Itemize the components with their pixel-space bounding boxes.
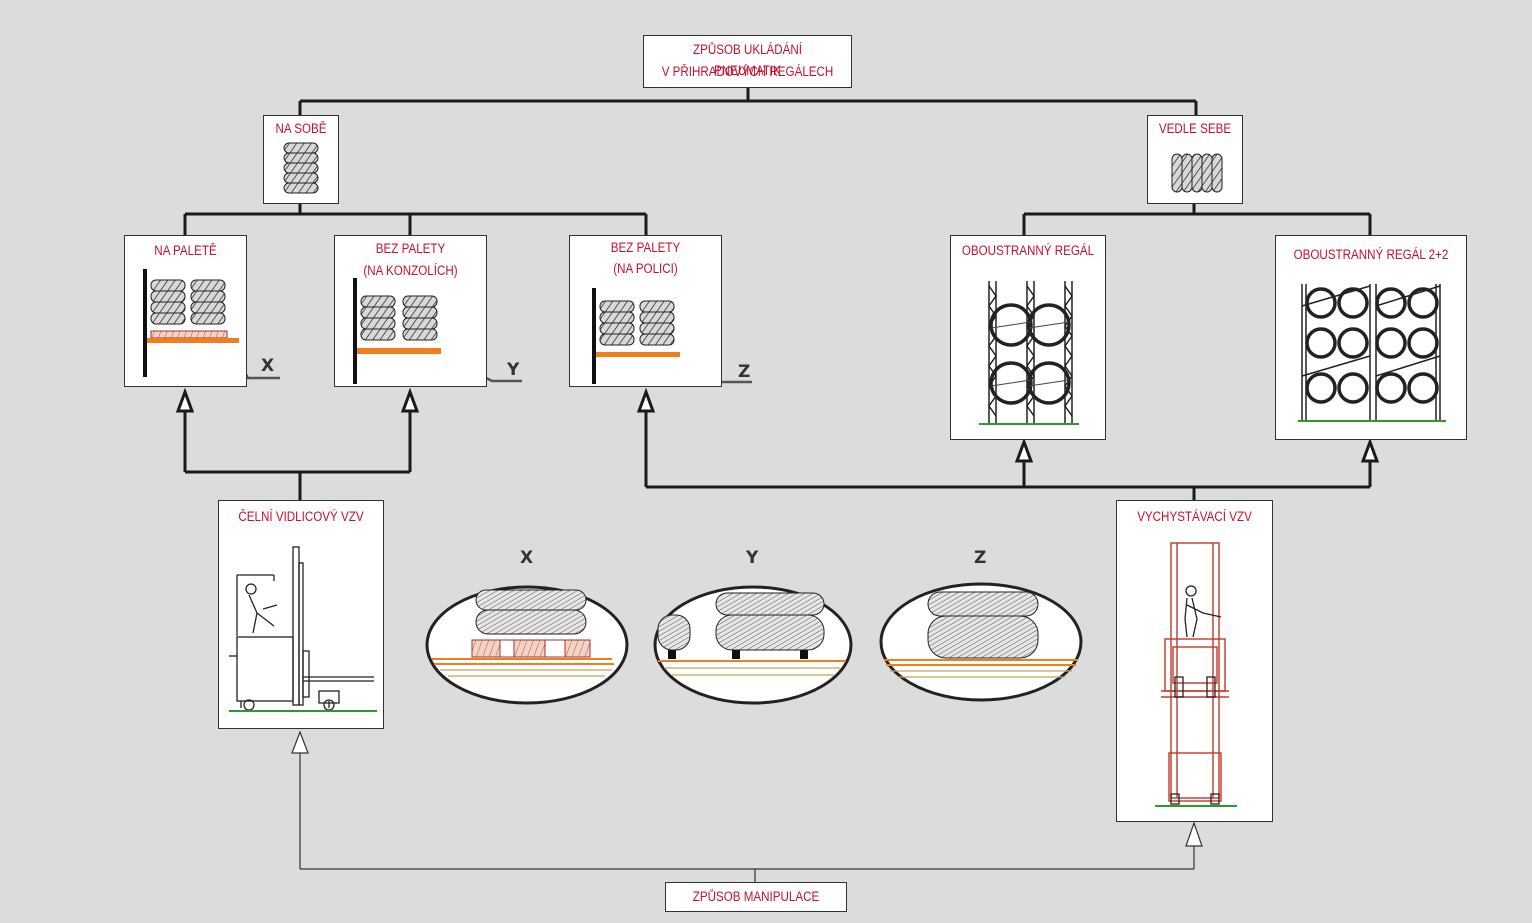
shelf-storage-icon	[592, 288, 680, 384]
oboustranny-22-label: OBOUSTRANNÝ REGÁL 2+2	[1293, 247, 1449, 262]
bez-palety-police-box: BEZ PALETY (NA POLICI)	[569, 235, 722, 387]
oboustranny-22-box: OBOUSTRANNÝ REGÁL 2+2	[1275, 235, 1467, 440]
detail-y-title: Y	[746, 548, 759, 568]
bez-palety-konzole-box: BEZ PALETY (NA KONZOLÍCH)	[334, 235, 487, 387]
bez-palety-konzole-label-2: (NA KONZOLÍCH)	[363, 263, 458, 278]
pallet-storage-icon	[143, 269, 239, 377]
reach-truck-icon	[229, 546, 377, 712]
vedle-sebe-box: VEDLE SEBE	[1147, 115, 1243, 204]
na-palete-label: NA PALETĚ	[154, 243, 217, 258]
root-box: ZPŮSOB UKLÁDÁNÍ PNEUMATIK V PŘIHRADOVÝCH…	[643, 35, 852, 88]
callout-marker-y: Y	[507, 360, 520, 380]
root-title-line2: V PŘIHRADOVÝCH REGÁLECH	[661, 64, 834, 79]
console-storage-icon	[353, 278, 441, 384]
na-palete-box: NA PALETĚ	[124, 235, 247, 387]
vedle-sebe-label: VEDLE SEBE	[1158, 121, 1232, 136]
stacked-tires-icon	[283, 142, 319, 194]
bez-palety-konzole-label-1: BEZ PALETY	[375, 241, 446, 256]
oboustranny-label: OBOUSTRANNÝ REGÁL	[961, 243, 1095, 258]
vychystavaci-vzv-box: VYCHYSTÁVACÍ VZV	[1116, 500, 1273, 822]
callout-marker-z: Z	[738, 362, 751, 382]
detail-z-title: Z	[974, 548, 987, 568]
na-sobe-box: NA SOBĚ	[263, 115, 339, 204]
root-title-line1: ZPŮSOB UKLÁDÁNÍ PNEUMATIK	[692, 42, 803, 78]
manipulace-box: ZPŮSOB MANIPULACE	[665, 882, 847, 912]
order-picker-icon	[1155, 542, 1237, 807]
celni-vzv-box: ČELNÍ VIDLICOVÝ VZV	[218, 500, 384, 729]
celni-vzv-label: ČELNÍ VIDLICOVÝ VZV	[238, 509, 364, 524]
double-rack-2x2-icon	[1298, 284, 1446, 422]
vychystavaci-vzv-label: VYCHYSTÁVACÍ VZV	[1137, 509, 1252, 524]
detail-x-title: X	[520, 548, 534, 568]
manipulace-label: ZPŮSOB MANIPULACE	[692, 889, 820, 904]
side-by-side-tires-icon	[1171, 153, 1223, 193]
bez-palety-police-label-1: BEZ PALETY	[610, 240, 681, 255]
oboustranny-box: OBOUSTRANNÝ REGÁL	[950, 235, 1106, 440]
na-sobe-label: NA SOBĚ	[275, 121, 327, 136]
double-rack-icon	[979, 281, 1079, 425]
callout-marker-x: X	[261, 356, 275, 376]
bez-palety-police-label-2: (NA POLICI)	[613, 261, 678, 276]
